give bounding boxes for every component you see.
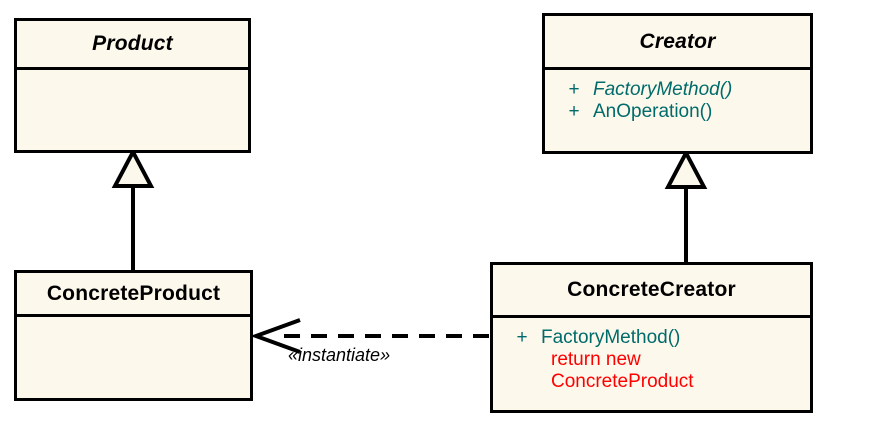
member-row: + FactoryMethod() (503, 327, 810, 349)
code-line: ConcreteProduct (551, 370, 694, 392)
member-name: AnOperation() (593, 100, 713, 122)
class-body-concreteproduct (17, 317, 250, 398)
generalization-concreteproduct-product (111, 147, 155, 270)
class-title-product: Product (17, 21, 248, 70)
member-row: + FactoryMethod() (555, 79, 810, 101)
class-box-concretecreator[interactable]: ConcreteCreator + FactoryMethod() return… (490, 262, 813, 413)
class-box-product[interactable]: Product (14, 18, 251, 153)
member-name: FactoryMethod() (541, 327, 681, 348)
class-title-creator: Creator (545, 16, 810, 70)
code-line: return new (551, 348, 641, 370)
class-body-concretecreator: + FactoryMethod() return new ConcretePro… (493, 318, 810, 410)
member-visibility: + (568, 100, 580, 122)
class-box-creator[interactable]: Creator + FactoryMethod() + AnOperation(… (542, 13, 813, 154)
generalization-concretecreator-creator (664, 148, 708, 262)
class-title-concretecreator: ConcreteCreator (493, 265, 810, 318)
member-visibility: + (516, 327, 528, 348)
class-box-concreteproduct[interactable]: ConcreteProduct (14, 270, 253, 401)
member-row: + AnOperation() (555, 101, 810, 123)
member-visibility: + (568, 79, 580, 100)
class-body-creator: + FactoryMethod() + AnOperation() (545, 70, 810, 151)
class-body-product (17, 70, 248, 150)
member-name: FactoryMethod() (593, 79, 733, 100)
class-title-concreteproduct: ConcreteProduct (17, 273, 250, 317)
dependency-label-instantiate: «instantiate» (288, 345, 391, 365)
